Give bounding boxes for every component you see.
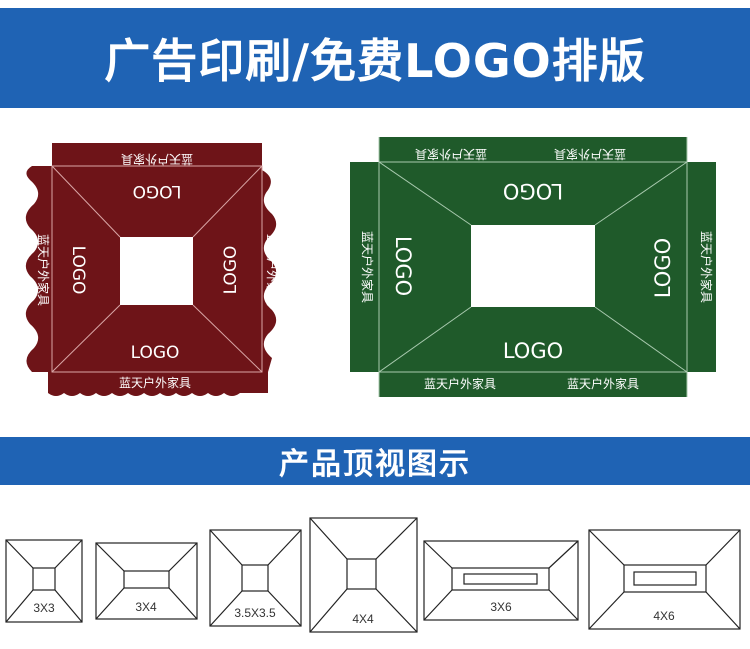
top-banner: 广告印刷/免费LOGO排版 bbox=[0, 8, 750, 108]
size-3x3 bbox=[5, 539, 83, 623]
size-4x6 bbox=[588, 529, 741, 630]
page-title: 广告印刷/免费LOGO排版 bbox=[104, 34, 646, 88]
size-3x6 bbox=[423, 540, 579, 621]
section-banner: 产品顶视图示 bbox=[0, 437, 750, 485]
size-label-3x3: 3X3 bbox=[33, 601, 55, 615]
size-label-3.5x3.5: 3.5X3.5 bbox=[234, 606, 276, 620]
size-label-4x6: 4X6 bbox=[653, 609, 675, 623]
size-4x4 bbox=[309, 517, 418, 633]
size-label-3x4: 3X4 bbox=[135, 600, 157, 614]
size-3x4 bbox=[95, 542, 198, 620]
size-label-4x4: 4X4 bbox=[352, 612, 374, 626]
size-label-3x6: 3X6 bbox=[490, 600, 512, 614]
size-3.5x3.5 bbox=[209, 529, 302, 627]
section-title: 产品顶视图示 bbox=[279, 447, 471, 482]
